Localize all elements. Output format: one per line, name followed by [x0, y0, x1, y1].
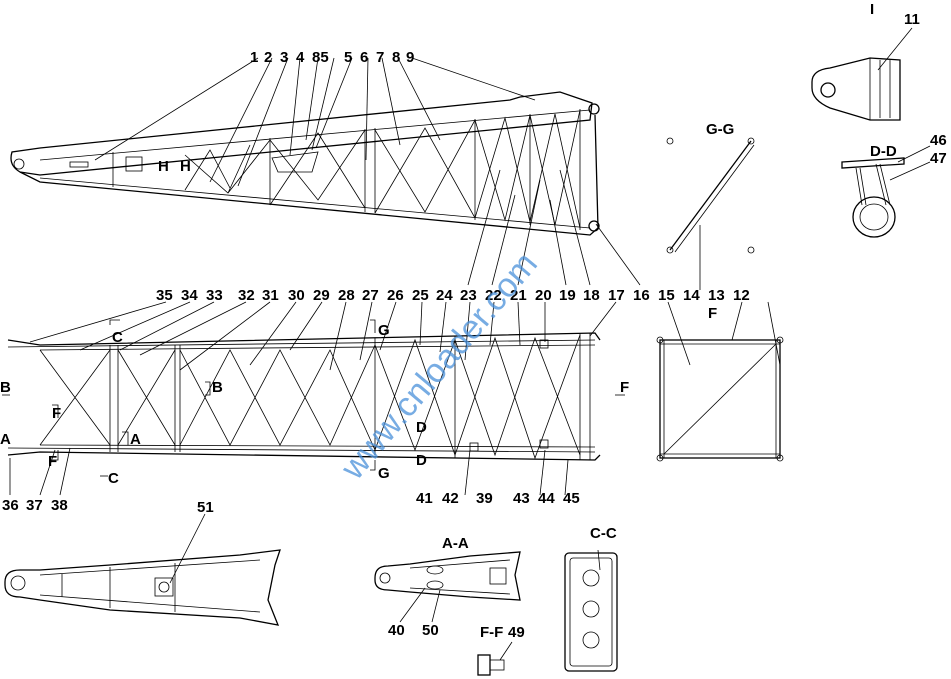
- callout-35: 35: [156, 287, 173, 304]
- section-f-frame: F: [656, 305, 784, 462]
- callout-20: 20: [535, 287, 552, 304]
- callout-32: 32: [238, 287, 255, 304]
- callout-41: 41: [416, 490, 433, 507]
- section-d-d: D-D 46 47: [841, 132, 947, 238]
- callout-46: 46: [930, 132, 947, 149]
- callout-10: 9: [406, 49, 414, 66]
- section-title-d-d: D-D: [870, 143, 897, 160]
- callout-13: 13: [708, 287, 725, 304]
- detail-51: 51: [4, 499, 281, 626]
- callout-11: 11: [904, 11, 920, 28]
- callout-51: 51: [197, 499, 214, 516]
- section-marker-d2: D: [416, 452, 427, 469]
- callout-22: 22: [485, 287, 502, 304]
- section-g-g: G-G: [666, 121, 755, 290]
- callout-29: 29: [313, 287, 330, 304]
- callout-19: 19: [559, 287, 576, 304]
- callout-8: 7: [376, 49, 384, 66]
- section-marker-h: H: [158, 158, 169, 175]
- section-title-a-a: A-A: [442, 535, 469, 552]
- callout-37: 37: [26, 497, 43, 514]
- callout-7: 6: [360, 49, 368, 66]
- callout-9: 8: [392, 49, 400, 66]
- section-title-g-g: G-G: [706, 121, 734, 138]
- detail-label-i: I: [870, 1, 874, 18]
- section-title-f-f: F-F: [480, 624, 503, 641]
- section-marker-b: B: [212, 379, 223, 396]
- callout-6: 5: [344, 49, 352, 66]
- callout-8-5: 85: [312, 49, 329, 66]
- section-marker-h2: H: [180, 158, 191, 175]
- callout-34: 34: [181, 287, 198, 304]
- callout-1: 1: [250, 49, 258, 66]
- callout-27: 27: [362, 287, 379, 304]
- callout-24: 24: [436, 287, 453, 304]
- section-c-c: C-C: [564, 525, 618, 672]
- callout-16: 16: [633, 287, 650, 304]
- section-a-a: A-A 40 50: [374, 535, 521, 639]
- section-marker-d: D: [416, 419, 427, 436]
- callout-36: 36: [2, 497, 19, 514]
- callout-33: 33: [206, 287, 223, 304]
- lower-boom-view: C C B B G G F F F A A D D: [0, 169, 781, 514]
- callout-50: 50: [422, 622, 439, 639]
- detail-i: I 11: [811, 1, 920, 121]
- section-title-c-c: C-C: [590, 525, 617, 542]
- section-marker-g2: G: [378, 465, 390, 482]
- callout-45: 45: [563, 490, 580, 507]
- callout-3: 3: [280, 49, 288, 66]
- callout-47: 47: [930, 150, 947, 167]
- section-marker-a2: A: [130, 431, 141, 448]
- callout-2: 2: [264, 49, 272, 66]
- callout-39: 39: [476, 490, 493, 507]
- section-marker-f3: F: [620, 379, 629, 396]
- callout-15: 15: [658, 287, 675, 304]
- section-marker-b2: B: [0, 379, 11, 396]
- section-title-f: F: [708, 305, 717, 322]
- section-f-f: F-F 49: [477, 624, 525, 676]
- callout-28: 28: [338, 287, 355, 304]
- callout-21: 21: [510, 287, 527, 304]
- callout-31: 31: [262, 287, 279, 304]
- callout-18: 18: [583, 287, 600, 304]
- callout-14: 14: [683, 287, 700, 304]
- section-marker-f2: F: [48, 453, 57, 470]
- callout-23: 23: [460, 287, 477, 304]
- callout-38: 38: [51, 497, 68, 514]
- section-marker-c2: C: [108, 470, 119, 487]
- callout-4: 4: [296, 49, 305, 66]
- section-marker-f: F: [52, 405, 61, 422]
- callout-17: 17: [608, 287, 625, 304]
- section-marker-g: G: [378, 322, 390, 339]
- callout-26: 26: [387, 287, 404, 304]
- callout-30: 30: [288, 287, 305, 304]
- callout-44: 44: [538, 490, 555, 507]
- callout-40: 40: [388, 622, 405, 639]
- callout-12: 12: [733, 287, 750, 304]
- callout-43: 43: [513, 490, 530, 507]
- section-marker-a: A: [0, 431, 11, 448]
- callout-42: 42: [442, 490, 459, 507]
- upper-boom-view: H H 1 2 3 4 85 5 6 7 8 9: [10, 49, 600, 236]
- callout-25: 25: [412, 287, 429, 304]
- callout-49: 49: [508, 624, 525, 641]
- section-marker-c: C: [112, 329, 123, 346]
